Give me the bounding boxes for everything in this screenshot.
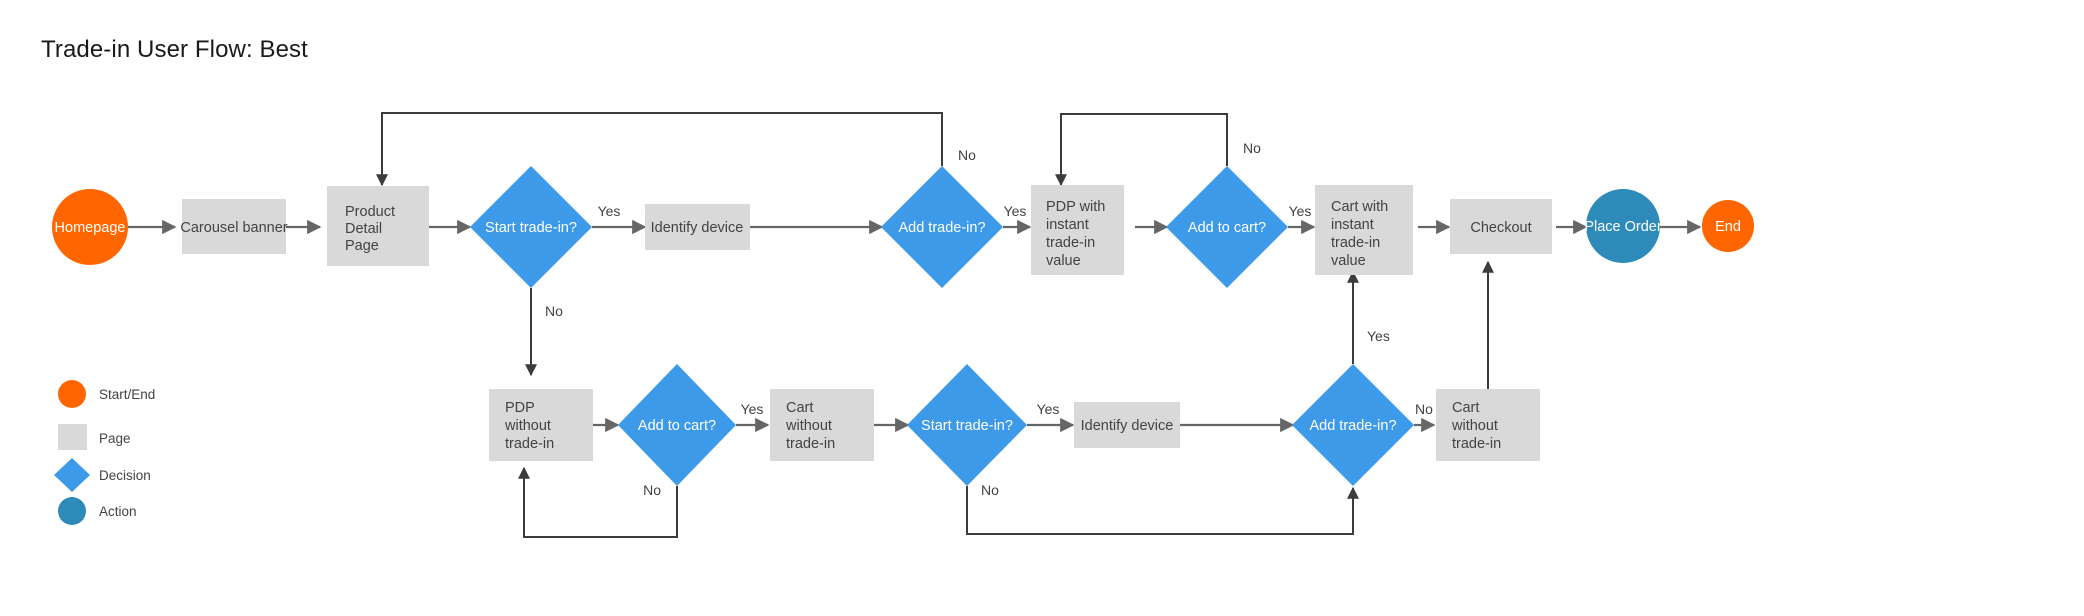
node-cart-instant-label-4: value	[1331, 253, 1366, 269]
edge-label-yes-start-trade-in: Yes	[598, 203, 621, 219]
node-cart-without-trade-in-1[interactable]: Cart without trade-in	[770, 389, 874, 461]
edge-label-yes-add-to-cart-bottom: Yes	[741, 401, 764, 417]
node-product-detail-page-label-1: Product	[345, 204, 395, 220]
node-pdp-without-label-1: PDP	[505, 400, 535, 416]
node-identify-device-2[interactable]: Identify device	[1074, 402, 1180, 448]
node-end-label: End	[1715, 219, 1741, 235]
node-product-detail-page[interactable]: Product Detail Page	[327, 186, 429, 266]
node-cart-without-1-label-2: without	[785, 418, 832, 434]
node-pdp-instant-label-4: value	[1046, 253, 1081, 269]
legend-item-page: Page	[58, 424, 131, 450]
node-start-trade-in-decision-2[interactable]: Start trade-in?	[907, 364, 1027, 486]
edge-label-no-start-trade-in: No	[545, 303, 563, 319]
legend-item-decision: Decision	[54, 458, 151, 492]
edge-label-no-start-trade-in-2: No	[981, 482, 999, 498]
edge-label-yes-add-to-cart-top: Yes	[1289, 203, 1312, 219]
node-identify-device-2-label: Identify device	[1081, 418, 1174, 434]
node-cart-without-2-label-3: trade-in	[1452, 436, 1501, 452]
node-add-trade-in-decision-2-label: Add trade-in?	[1309, 418, 1396, 434]
node-pdp-without-label-3: trade-in	[505, 436, 554, 452]
edge-label-yes-add-trade-in: Yes	[1004, 203, 1027, 219]
node-cart-without-1-label-1: Cart	[786, 400, 813, 416]
node-place-order-label: Place Order	[1584, 219, 1662, 235]
node-pdp-instant-label-1: PDP with	[1046, 199, 1105, 215]
legend-swatch-circle-orange	[58, 380, 86, 408]
node-cart-instant-label-1: Cart with	[1331, 199, 1388, 215]
edge-add-to-cart-no-to-pdp-instant	[1055, 113, 1228, 187]
legend-label-start-end: Start/End	[99, 387, 155, 402]
node-end[interactable]: End	[1702, 200, 1754, 252]
legend-label-decision: Decision	[99, 468, 151, 483]
page-title: Trade-in User Flow: Best	[41, 36, 308, 63]
node-cart-with-instant-trade-in-value[interactable]: Cart with instant trade-in value	[1315, 185, 1413, 275]
edge-label-yes-add-trade-in-2: Yes	[1367, 328, 1390, 344]
node-cart-instant-label-3: trade-in	[1331, 235, 1380, 251]
legend-swatch-diamond-blue	[54, 458, 90, 492]
node-cart-without-1-label-3: trade-in	[786, 436, 835, 452]
node-checkout[interactable]: Checkout	[1450, 199, 1552, 254]
node-pdp-with-instant-trade-in-value[interactable]: PDP with instant trade-in value	[1031, 185, 1124, 275]
edge-label-no-add-trade-in-2: No	[1415, 401, 1433, 417]
node-start-trade-in-decision-1[interactable]: Start trade-in?	[470, 166, 592, 288]
node-add-to-cart-decision-top[interactable]: Add to cart?	[1166, 166, 1288, 288]
legend: Start/End Page Decision Action	[54, 380, 155, 525]
node-carousel-banner-label: Carousel banner	[180, 220, 287, 236]
node-add-trade-in-decision-1[interactable]: Add trade-in?	[881, 166, 1003, 288]
edge-add-trade-in-no-to-pdp	[376, 112, 943, 187]
legend-swatch-circle-teal	[58, 497, 86, 525]
node-identify-device-1-label: Identify device	[651, 220, 744, 236]
legend-swatch-square-gray	[58, 424, 87, 450]
node-add-trade-in-decision-2[interactable]: Add trade-in?	[1292, 364, 1414, 486]
node-add-to-cart-decision-bottom[interactable]: Add to cart?	[618, 364, 736, 486]
node-cart-instant-label-2: instant	[1331, 217, 1374, 233]
node-cart-without-2-label-2: without	[1451, 418, 1498, 434]
edge-add-to-cart-bottom-no-to-pdp-without	[518, 466, 678, 538]
edge-start-trade-in-2-no-to-add-trade-in-2	[966, 486, 1359, 535]
node-pdp-without-trade-in[interactable]: PDP without trade-in	[489, 389, 593, 461]
node-add-trade-in-decision-1-label: Add trade-in?	[898, 220, 985, 236]
node-place-order[interactable]: Place Order	[1584, 189, 1662, 263]
edge-label-no-add-trade-in: No	[958, 147, 976, 163]
node-homepage[interactable]: Homepage	[52, 189, 128, 265]
node-product-detail-page-label-3: Page	[345, 238, 379, 254]
edge-label-yes-start-trade-in-2: Yes	[1037, 401, 1060, 417]
legend-label-page: Page	[99, 431, 131, 446]
legend-item-start-end: Start/End	[58, 380, 155, 408]
node-add-to-cart-decision-bottom-label: Add to cart?	[638, 418, 716, 434]
node-homepage-label: Homepage	[55, 220, 126, 236]
node-pdp-instant-label-3: trade-in	[1046, 235, 1095, 251]
node-cart-without-trade-in-2[interactable]: Cart without trade-in	[1436, 389, 1540, 461]
node-start-trade-in-decision-1-label: Start trade-in?	[485, 220, 577, 236]
node-cart-without-2-label-1: Cart	[1452, 400, 1479, 416]
edge-label-no-add-to-cart-bottom: No	[643, 482, 661, 498]
node-checkout-label: Checkout	[1470, 220, 1531, 236]
edge-label-no-add-to-cart-top: No	[1243, 140, 1261, 156]
node-carousel-banner[interactable]: Carousel banner	[180, 199, 288, 254]
node-pdp-instant-label-2: instant	[1046, 217, 1089, 233]
legend-item-action: Action	[58, 497, 137, 525]
node-identify-device-1[interactable]: Identify device	[645, 204, 750, 250]
legend-label-action: Action	[99, 504, 137, 519]
node-add-to-cart-decision-top-label: Add to cart?	[1188, 220, 1266, 236]
node-start-trade-in-decision-2-label: Start trade-in?	[921, 418, 1013, 434]
node-product-detail-page-label-2: Detail	[345, 221, 382, 237]
node-pdp-without-label-2: without	[504, 418, 551, 434]
